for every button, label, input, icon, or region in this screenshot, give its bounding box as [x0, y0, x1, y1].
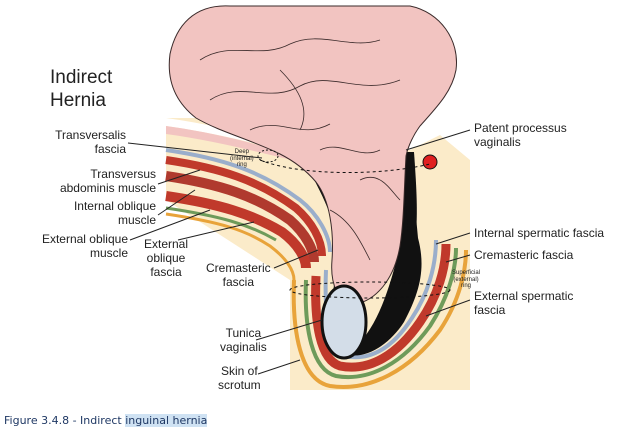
label-cremasteric-fascia-right: Cremasteric fascia	[474, 248, 574, 262]
caption-prefix: Figure 3.4.8 - Indirect	[4, 414, 126, 427]
cremasteric-fascia-layer	[311, 243, 451, 372]
outer-orange-layer	[165, 212, 296, 281]
deep-ring-dotted	[257, 149, 279, 163]
label-cremasteric-fascia-left: Cremasteric fascia	[206, 261, 271, 289]
hernia-sac	[280, 152, 422, 356]
leader-lines	[127, 129, 471, 375]
hernia-illustration	[127, 5, 471, 390]
caption-highlight: inguinal hernia	[125, 414, 208, 427]
intestine-folds	[199, 38, 401, 261]
external-oblique-layer	[165, 191, 311, 269]
label-deep-ring: Deep (internal) ring	[230, 149, 254, 168]
label-skin-of-scrotum: Skin of scrotum	[218, 364, 261, 392]
label-patent-processus-vaginalis: Patent processus vaginalis	[474, 121, 567, 149]
figure-caption: Figure 3.4.8 - Indirect inguinal hernia	[4, 414, 208, 427]
transversalis-fascia-layer	[165, 148, 332, 253]
label-tunica-vaginalis: Tunica vaginalis	[220, 326, 267, 354]
red-marker	[422, 154, 438, 170]
superficial-ring-dotted	[289, 281, 451, 299]
external-spermatic-fascia-layer	[303, 247, 458, 379]
intestine	[168, 5, 457, 305]
label-internal-spermatic-fascia: Internal spermatic fascia	[474, 226, 605, 240]
deep-ring-dotted-line	[259, 159, 431, 174]
label-external-oblique-muscle: External oblique muscle	[41, 232, 128, 260]
label-external-oblique-fascia: External oblique fascia	[144, 237, 189, 279]
transversus-abdominis-layer	[165, 156, 326, 257]
hernia-diagram: Indirect Hernia Transversalis fascia Tra…	[41, 5, 605, 392]
wall-top-pink	[166, 126, 292, 160]
label-external-spermatic-fascia: External spermatic fascia	[474, 289, 574, 317]
label-transversalis-fascia: Transversalis fascia	[55, 128, 126, 156]
skin-of-scrotum-layer	[291, 249, 468, 389]
tunica-vaginalis	[320, 284, 368, 360]
external-oblique-fascia-layer	[165, 206, 277, 242]
label-superficial-ring: Superficial (external) ring	[452, 270, 481, 289]
figure-title: Indirect Hernia	[50, 67, 113, 111]
internal-oblique-layer	[165, 171, 319, 263]
label-transversus-abdominis-muscle: Transversus abdominis muscle	[59, 167, 156, 195]
label-internal-oblique-muscle: Internal oblique muscle	[73, 199, 156, 227]
processus-vaginalis-strip	[402, 152, 417, 232]
